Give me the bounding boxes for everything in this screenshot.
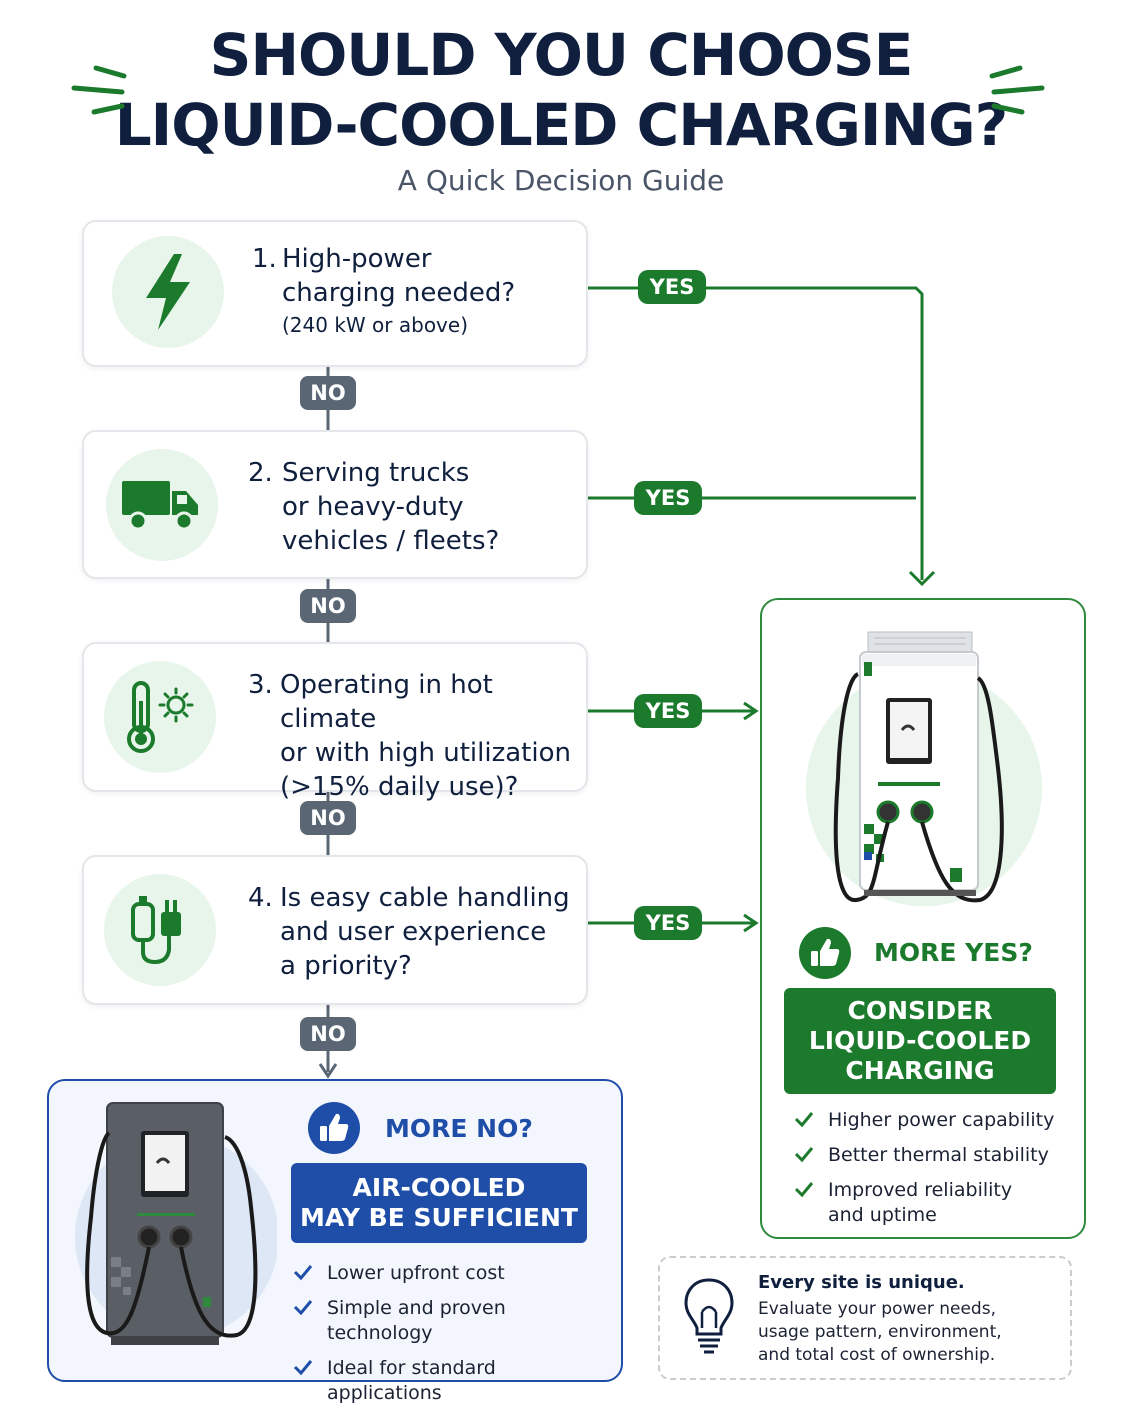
list-item: Lower upfront cost (293, 1261, 613, 1286)
question-card-2: 2. Serving trucks or heavy-duty vehicles… (82, 430, 588, 579)
list-item: Higher power capability (794, 1108, 1074, 1133)
no-badge-2: NO (300, 589, 356, 623)
tip-line: usage pattern, environment, (758, 1322, 1002, 1342)
question-text-line: and user experience (280, 917, 547, 947)
lightning-bolt-icon (112, 236, 224, 348)
page-title-line1: SHOULD YOU CHOOSE (209, 21, 914, 89)
lightbulb-icon (684, 1278, 734, 1354)
check-icon (293, 1265, 313, 1281)
page-subtitle: A Quick Decision Guide (397, 164, 725, 197)
question-text-line: or heavy-duty (282, 492, 464, 522)
question-number: 2. (248, 458, 273, 488)
question-text-line: Operating in hot climate (280, 670, 493, 734)
thumbs-up-icon (308, 1102, 360, 1154)
question-text-line: vehicles / fleets? (282, 526, 500, 556)
question-text-line: Serving trucks (282, 458, 470, 488)
recommendation-line: MAY BE SUFFICIENT (300, 1203, 578, 1232)
tip-box: Every site is unique. Evaluate your powe… (658, 1256, 1072, 1380)
yes-badge-3: YES (634, 694, 702, 728)
no-badge-3: NO (300, 801, 356, 835)
question-text-line: Is easy cable handling (280, 883, 570, 913)
recommendation-line: CHARGING (845, 1056, 995, 1085)
question-card-1: 1. High-power charging needed? (240 kW o… (82, 220, 588, 367)
question-number: 4. (248, 883, 273, 913)
ev-plug-cable-icon (104, 874, 216, 986)
yes-badge-2: YES (634, 481, 702, 515)
yes-badge-1: YES (638, 270, 706, 304)
more-yes-label: MORE YES? (874, 938, 1033, 967)
question-card-3: 3. Operating in hot climate or with high… (82, 642, 588, 802)
tip-title: Every site is unique. (758, 1272, 965, 1293)
air-cooled-result-panel: MORE NO? AIR-COOLED MAY BE SUFFICIENT Lo… (47, 1079, 623, 1404)
question-text-line: or with high utilization (280, 738, 571, 768)
question-number: 1. (252, 244, 277, 274)
list-item: Better thermal stability (794, 1143, 1074, 1168)
question-subtext: (240 kW or above) (282, 313, 468, 337)
liquid-cooled-result-panel: MORE YES? CONSIDER LIQUID-COOLED CHARGIN… (760, 598, 1086, 1239)
recommendation-line: LIQUID-COOLED (808, 1026, 1032, 1055)
question-text-line: (>15% daily use)? (280, 772, 519, 802)
thumbs-up-icon (799, 927, 851, 979)
check-icon (794, 1182, 814, 1198)
list-item: Simple and proven technology (293, 1296, 613, 1346)
air-cooled-recommendation: AIR-COOLED MAY BE SUFFICIENT (291, 1163, 587, 1243)
question-text-line: High-power (282, 244, 432, 274)
recommendation-line: CONSIDER (847, 996, 993, 1025)
list-item: Ideal for standard applications (293, 1356, 613, 1406)
air-benefits-list: Lower upfront cost Simple and proven tec… (293, 1261, 613, 1416)
yes-badge-4: YES (634, 906, 702, 940)
check-icon (794, 1147, 814, 1163)
air-cooled-charger-image (75, 1102, 277, 1345)
left-accent-dashes-icon (71, 65, 127, 115)
more-no-label: MORE NO? (385, 1114, 533, 1143)
tip-line: Evaluate your power needs, (758, 1299, 996, 1319)
check-icon (794, 1112, 814, 1128)
question-text-line: charging needed? (282, 278, 516, 308)
truck-icon (106, 449, 218, 561)
no-badge-4: NO (300, 1017, 356, 1051)
check-icon (293, 1300, 313, 1316)
no-badge-1: NO (300, 376, 356, 410)
check-icon (293, 1360, 313, 1376)
liquid-benefits-list: Higher power capability Better thermal s… (794, 1108, 1074, 1228)
recommendation-line: AIR-COOLED (352, 1173, 526, 1202)
page-title-line2: LIQUID-COOLED CHARGING? (114, 91, 1009, 159)
tip-line: and total cost of ownership. (758, 1345, 996, 1365)
question-card-4: 4. Is easy cable handling and user exper… (82, 855, 588, 1005)
question-number: 3. (248, 670, 273, 700)
liquid-cooled-recommendation: CONSIDER LIQUID-COOLED CHARGING (784, 988, 1056, 1094)
question-text-line: a priority? (280, 951, 412, 981)
liquid-cooled-charger-image (806, 631, 1042, 906)
list-item: Improved reliability and uptime (794, 1178, 1074, 1228)
thermometer-sun-icon (104, 661, 216, 773)
tip-body: Evaluate your power needs, usage pattern… (758, 1298, 1058, 1367)
right-accent-dashes-icon (989, 65, 1045, 115)
